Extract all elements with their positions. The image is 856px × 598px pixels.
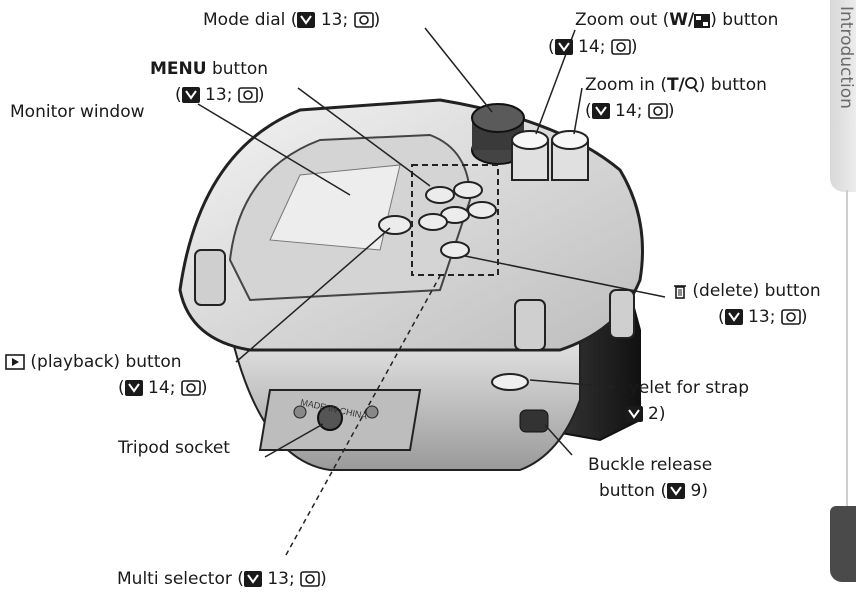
buckle-release-label: Buckle release: [588, 455, 713, 475]
page-reference-icon: [591, 103, 610, 125]
camera-reference-icon: [300, 571, 320, 593]
camera-reference-icon: [181, 380, 201, 402]
page-reference-icon: [724, 309, 743, 331]
delete-button-reference: ( 13; ): [718, 306, 807, 331]
mode-dial-label: Mode dial ( 13; ): [203, 9, 380, 34]
trash-icon: [673, 283, 687, 305]
page-reference-icon: [667, 483, 686, 505]
sidebar-section-title: Introduction: [836, 6, 856, 109]
page-reference-icon: [297, 12, 316, 34]
menu-button-reference: ( 13; ): [175, 84, 264, 109]
thumbnail-grid-icon: [694, 12, 711, 34]
housing-body: MADE IN CHINA: [178, 98, 644, 471]
playback-icon: [5, 354, 25, 376]
tripod-socket-label: Tripod socket: [118, 438, 230, 458]
sidebar-divider: [846, 190, 848, 520]
housing-illustration: MADE IN CHINA: [178, 27, 666, 556]
zoom-in-reference: ( 14; ): [585, 100, 674, 125]
magnifier-icon: [684, 77, 699, 99]
camera-reference-icon: [648, 103, 668, 125]
buckle-release-reference: button ( 9): [599, 480, 708, 505]
playback-button-label: (playback) button: [5, 351, 182, 376]
page-reference-icon: [124, 380, 143, 402]
sidebar-thumb-tab: [830, 506, 856, 582]
zoom-out-reference: ( 14; ): [548, 36, 637, 61]
eyelet-label: Eyelet for strap: [618, 378, 750, 398]
zoom-out-label: Zoom out (W/) button: [575, 9, 778, 34]
camera-reference-icon: [238, 87, 258, 109]
camera-reference-icon: [353, 12, 374, 34]
page-reference-icon: [181, 87, 200, 109]
monitor-window-label: Monitor window: [10, 102, 145, 122]
page-reference-icon: [554, 39, 573, 61]
playback-button-reference: ( 14; ): [118, 377, 207, 402]
leader-lines: [197, 27, 666, 556]
menu-button-label: MENU button: [150, 59, 269, 79]
camera-reference-icon: [781, 309, 801, 331]
multi-selector-label: Multi selector ( 13; ): [117, 568, 327, 593]
zoom-in-label: Zoom in (T/) button: [585, 74, 767, 99]
page-reference-icon: [243, 571, 262, 593]
page-reference-icon: [624, 406, 643, 428]
camera-reference-icon: [611, 39, 631, 61]
eyelet-reference: ( 2): [618, 403, 666, 428]
sidebar-tab-introduction: [830, 0, 856, 192]
delete-button-label: (delete) button: [673, 280, 821, 305]
